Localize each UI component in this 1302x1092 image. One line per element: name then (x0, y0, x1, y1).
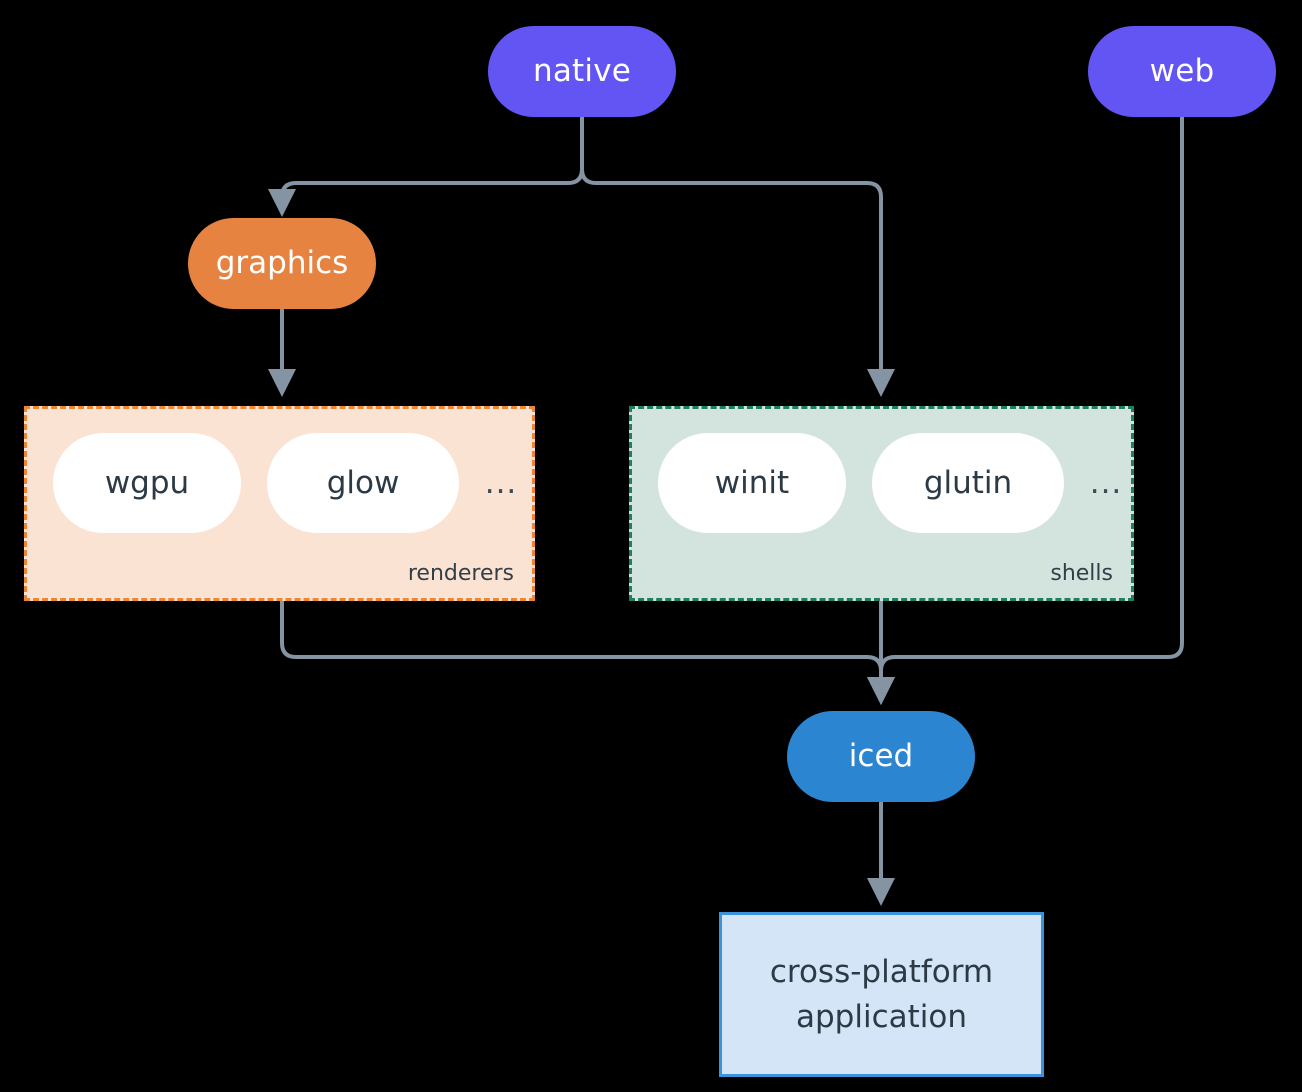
pill-glutin[interactable]: glutin (872, 433, 1064, 533)
pill-winit[interactable]: winit (658, 433, 846, 533)
node-native[interactable]: native (488, 26, 676, 117)
edge-renderers-to-iced (280, 599, 895, 705)
application-label-line-2: application (796, 998, 967, 1035)
group-label-renderers: renderers (407, 561, 514, 586)
pill-glow[interactable]: glow (267, 433, 459, 533)
shells-ellipsis: ... (1089, 465, 1123, 501)
group-renderers: wgpu glow ... renderers (24, 406, 535, 601)
pill-wgpu[interactable]: wgpu (53, 433, 241, 533)
renderers-ellipsis: ... (484, 465, 518, 501)
node-iced[interactable]: iced (787, 711, 975, 802)
edge-native-to-shells (580, 115, 895, 397)
node-graphics[interactable]: graphics (188, 218, 376, 309)
application-label-line-1: cross-platform (769, 953, 994, 990)
group-label-shells: shells (1050, 561, 1113, 586)
node-cross-platform-application[interactable]: cross-platform application (719, 912, 1044, 1077)
edge-native-to-graphics (268, 115, 584, 217)
group-shells: winit glutin ... shells (629, 406, 1134, 601)
node-web[interactable]: web (1088, 26, 1276, 117)
